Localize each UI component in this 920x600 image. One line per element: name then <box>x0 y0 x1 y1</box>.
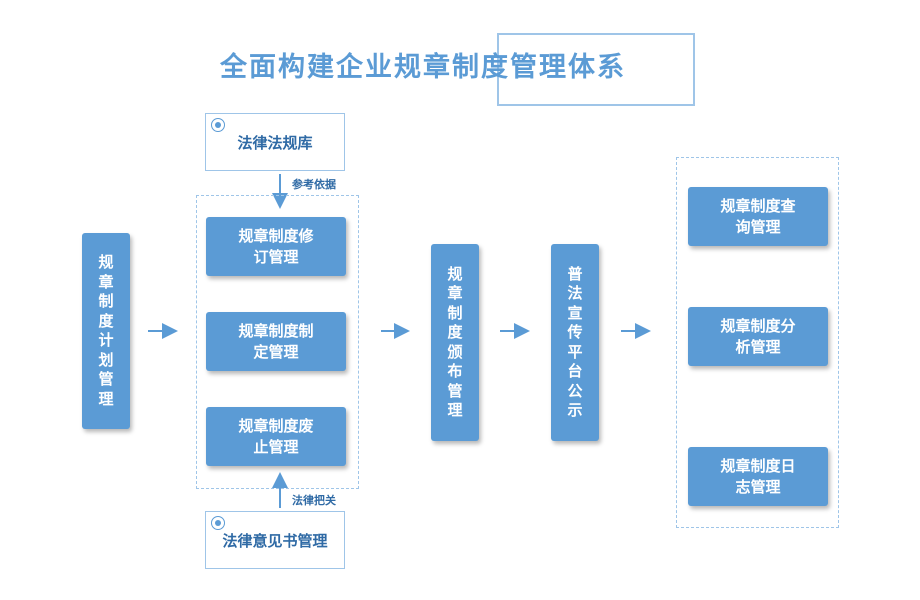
query-management-box[interactable]: 规章制度查询管理 <box>688 187 828 246</box>
analysis-management-box[interactable]: 规章制度分析管理 <box>688 307 828 366</box>
legal-check-label: 法律把关 <box>292 494 336 507</box>
formulate-management-box[interactable]: 规章制度制定管理 <box>206 312 346 371</box>
law-database-box[interactable]: 法律法规库 <box>205 113 345 171</box>
legal-promotion-box[interactable]: 普法宣传平台公示 <box>551 244 599 441</box>
legal-opinion-box[interactable]: 法律意见书管理 <box>205 511 345 569</box>
diagram-title: 全面构建企业规章制度管理体系 <box>220 52 626 83</box>
log-management-box[interactable]: 规章制度日志管理 <box>688 447 828 506</box>
revise-management-box[interactable]: 规章制度修订管理 <box>206 217 346 276</box>
publish-management-box[interactable]: 规章制度颁布管理 <box>431 244 479 441</box>
operations-group <box>676 157 839 528</box>
radio-icon <box>211 516 225 530</box>
plan-management-box[interactable]: 规章制度计划管理 <box>82 233 130 429</box>
reference-basis-label: 参考依据 <box>292 178 336 191</box>
abolish-management-box[interactable]: 规章制度废止管理 <box>206 407 346 466</box>
title-frame <box>497 33 695 106</box>
radio-icon <box>211 118 225 132</box>
lifecycle-group <box>196 195 359 489</box>
